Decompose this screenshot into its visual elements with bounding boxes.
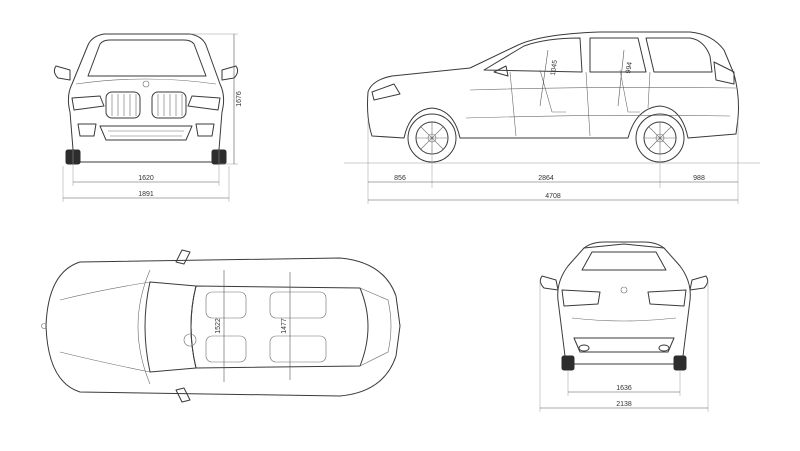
rear-view-dimensions: 1636 2138 [539,280,709,412]
rear-view [539,241,709,371]
front-view-dimensions: 1676 1620 1891 [62,33,243,202]
wheelbase-label: 2864 [538,175,554,182]
rear-track-label: 1636 [616,385,632,392]
top-view-dimensions: 1522 1477 [215,270,291,382]
top-view [41,249,401,403]
front-track-label: 1620 [138,175,154,182]
rear-shoulder-width-label: 1477 [281,318,288,334]
width-label: 1891 [138,191,154,198]
side-view-dimensions: 1045 994 856 2864 988 4708 [367,49,739,204]
length-label: 4708 [545,193,561,200]
front-shoulder-width-label: 1522 [215,318,222,334]
front-view [53,33,239,165]
front-headroom-label: 1045 [550,59,559,76]
front-overhang-label: 856 [394,175,406,182]
width-with-mirrors-label: 2138 [616,401,632,408]
rear-overhang-label: 988 [693,175,705,182]
rear-headroom-label: 994 [625,61,634,74]
side-view [344,31,760,164]
height-label: 1676 [236,91,243,107]
